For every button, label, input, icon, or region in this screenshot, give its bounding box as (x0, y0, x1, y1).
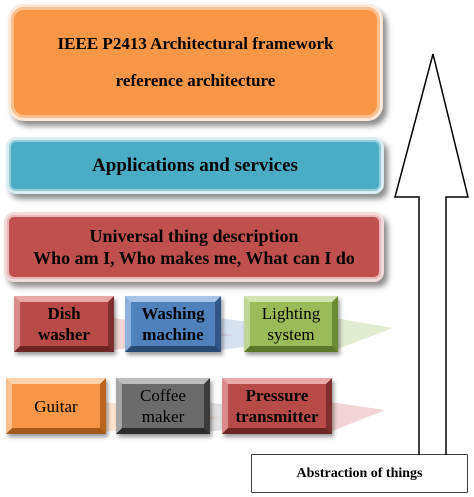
tile-washing-machine-line2: machine (142, 325, 204, 344)
applications-layer: Applications and services (6, 137, 384, 194)
applications-label: Applications and services (92, 154, 298, 176)
thing-description-line2: Who am I, Who makes me, What can I do (33, 248, 355, 268)
tile-dishwasher-line1: Dish (47, 304, 81, 323)
tile-dishwasher-line2: washer (38, 325, 90, 344)
framework-title-line2: reference architecture (115, 71, 276, 90)
framework-title-line1: IEEE P2413 Architectural framework (57, 34, 334, 53)
tile-pressure-transmitter: Pressure transmitter (222, 378, 332, 434)
thing-description-layer: Universal thing description Who am I, Wh… (4, 212, 384, 282)
tile-washing-machine-line1: Washing (141, 304, 205, 323)
reflection-pressure-transmitter (330, 402, 385, 432)
tile-washing-machine: Washing machine (125, 296, 221, 352)
reflection-lighting-system (335, 318, 393, 350)
tile-dishwasher: Dish washer (14, 296, 114, 352)
tile-lighting-system-line1: Lighting (261, 304, 321, 323)
tile-coffee-maker: Coffee maker (116, 378, 210, 434)
tile-lighting-system: Lighting system (244, 296, 338, 352)
abstraction-label: Abstraction of things (252, 455, 467, 492)
tile-guitar: Guitar (6, 378, 106, 434)
tile-lighting-system-line2: system (267, 325, 315, 344)
tile-pressure-transmitter-line1: Pressure (245, 386, 309, 405)
framework-layer: IEEE P2413 Architectural framework refer… (8, 4, 383, 121)
thing-description-line1: Universal thing description (89, 226, 299, 246)
tile-pressure-transmitter-line2: transmitter (235, 407, 319, 426)
tile-coffee-maker-line2: maker (141, 407, 185, 426)
tile-coffee-maker-line1: Coffee (140, 386, 186, 405)
tile-guitar-line1: Guitar (34, 396, 78, 416)
